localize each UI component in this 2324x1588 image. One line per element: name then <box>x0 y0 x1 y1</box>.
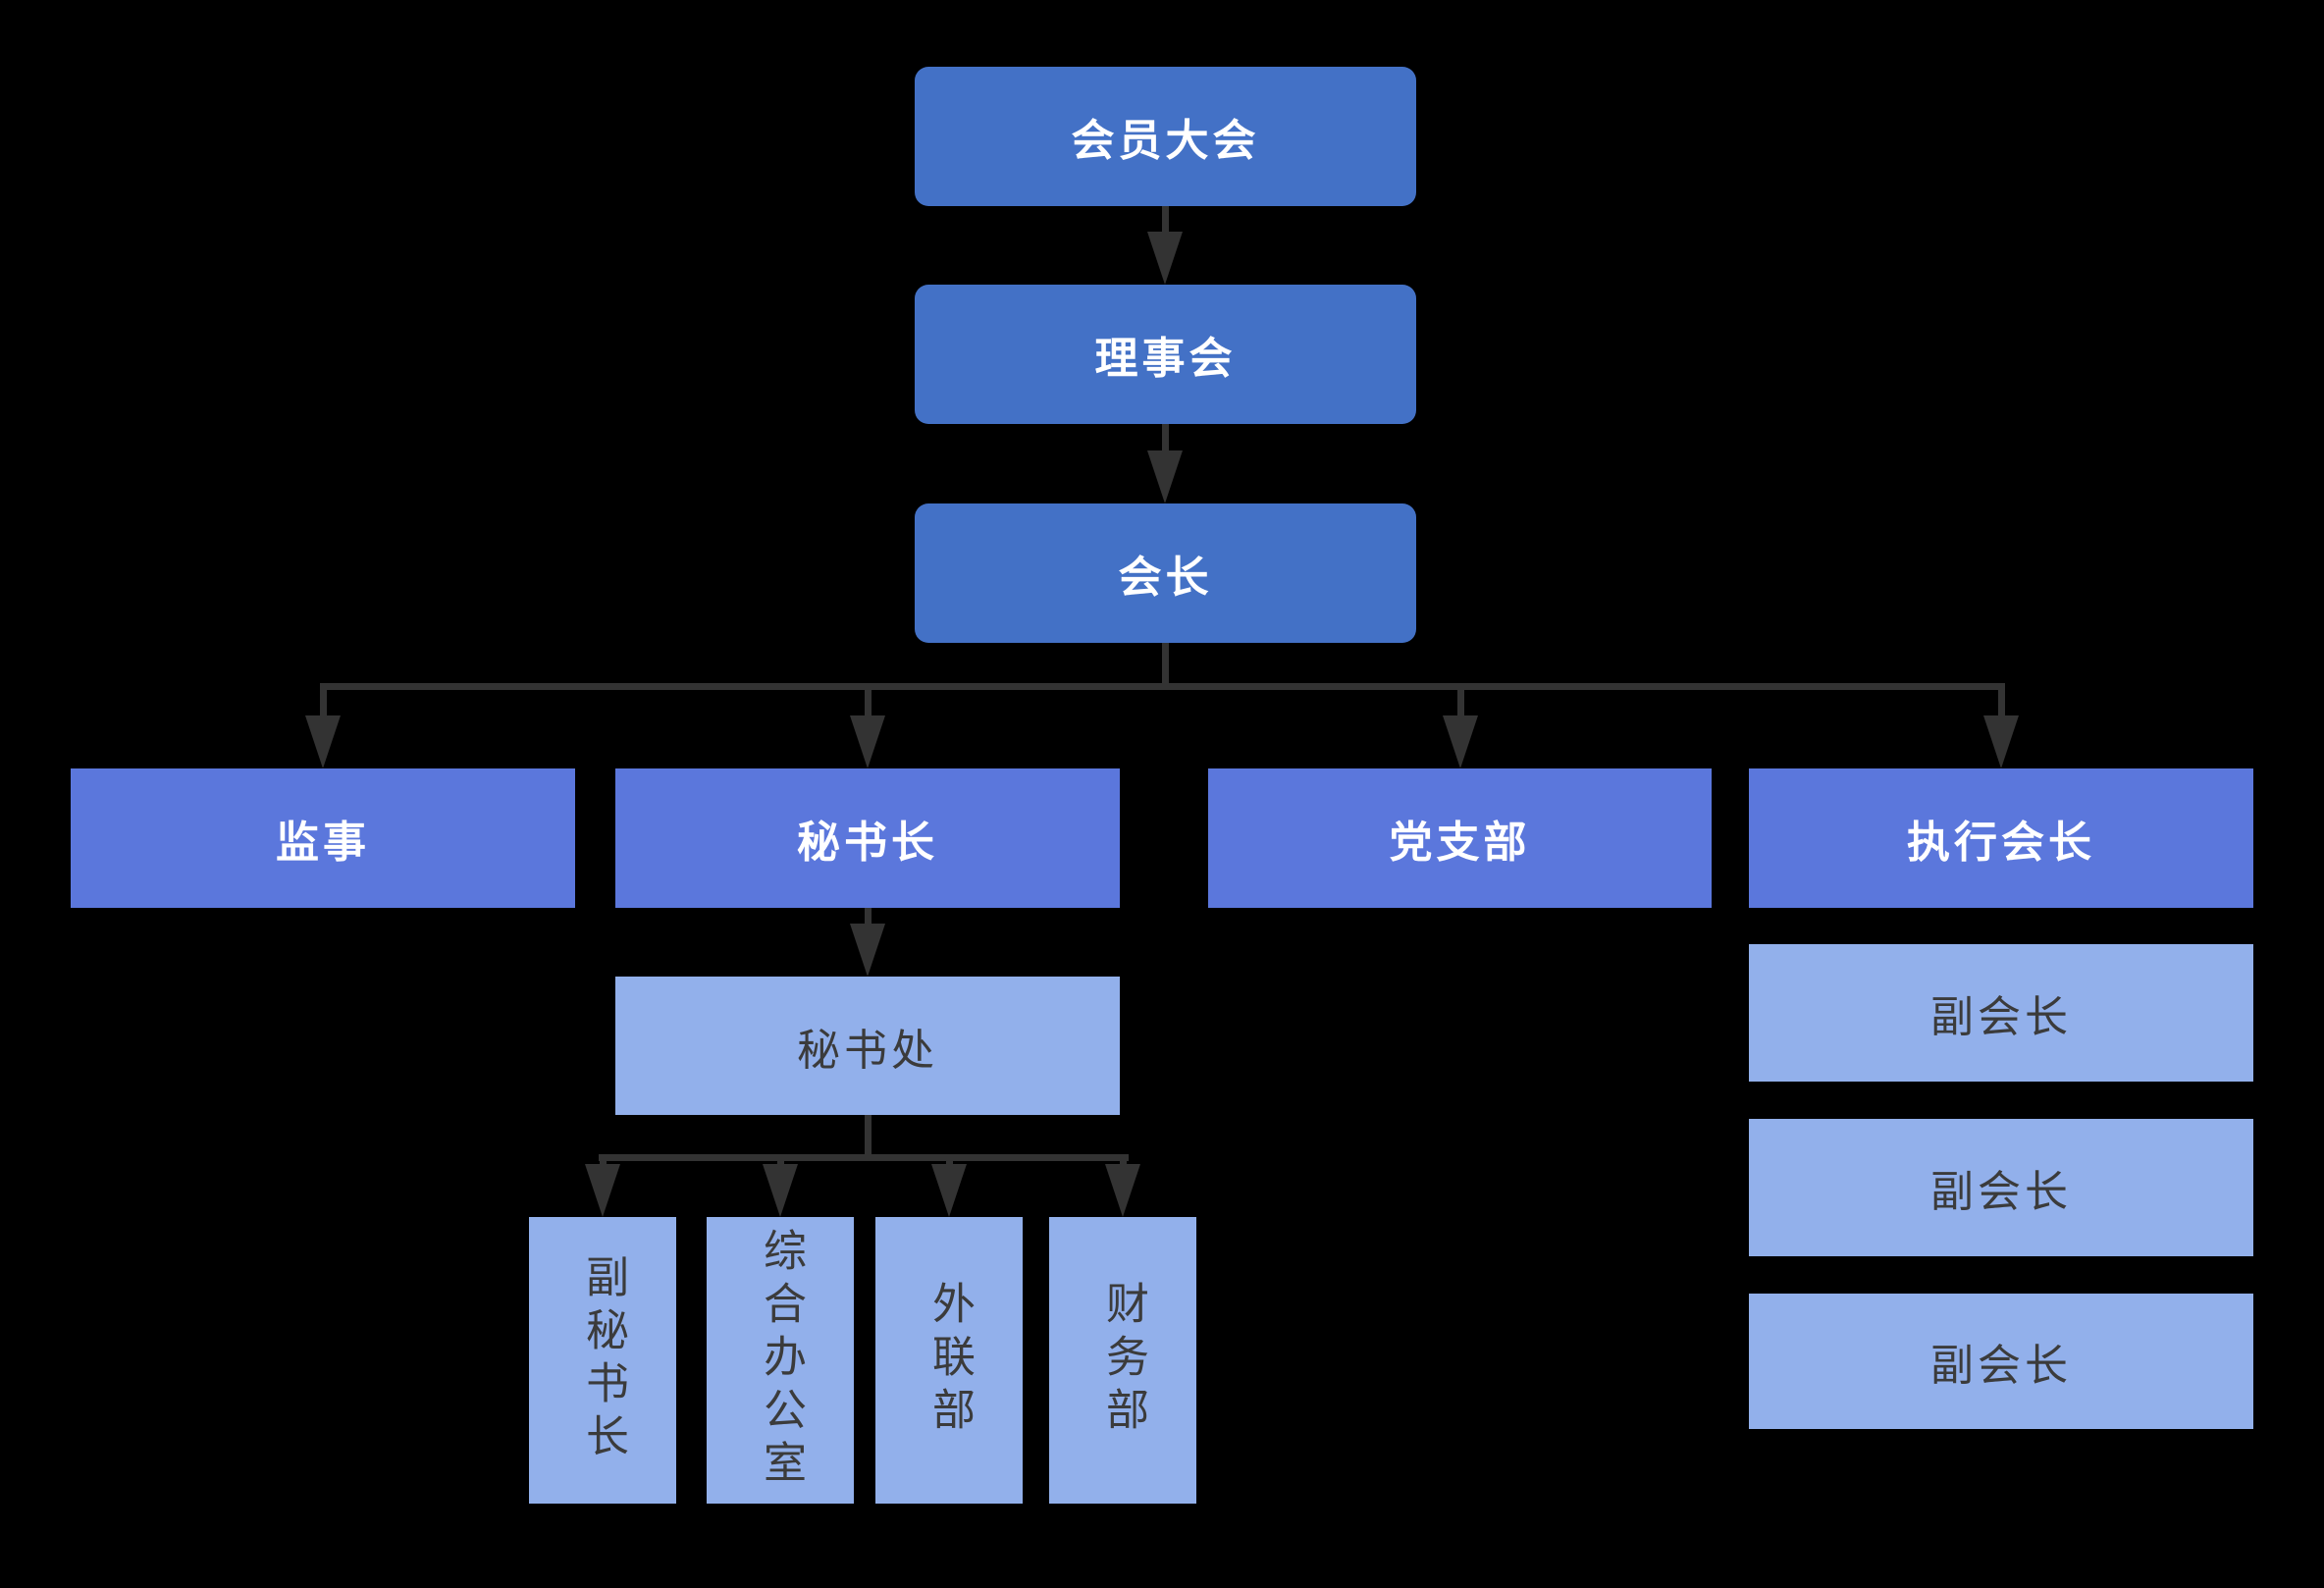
connector-secgen-secretariat-line <box>865 908 872 933</box>
node-deputy-secretary-general: 副秘书长 <box>529 1217 676 1504</box>
node-vice-president-2: 副会长 <box>1749 1119 2253 1256</box>
node-council: 理事会 <box>915 285 1416 424</box>
node-supervisor: 监事 <box>71 768 575 908</box>
node-party-branch: 党支部 <box>1208 768 1712 908</box>
node-vice-president-3: 副会长 <box>1749 1294 2253 1429</box>
connector-council-president-line <box>1162 424 1169 457</box>
arrowhead-down-icon <box>850 715 885 768</box>
arrowhead-down-icon <box>1443 715 1478 768</box>
arrowhead-down-icon <box>850 924 885 977</box>
node-vice-president-1: 副会长 <box>1749 944 2253 1082</box>
node-secretary-general: 秘书长 <box>615 768 1120 908</box>
arrowhead-down-icon <box>305 715 341 768</box>
node-president: 会长 <box>915 503 1416 643</box>
arrowhead-down-icon <box>1983 715 2019 768</box>
arrowhead-down-icon <box>585 1164 620 1217</box>
connector-stub-executive-president <box>1998 687 2005 724</box>
arrowhead-down-icon <box>1105 1164 1140 1217</box>
node-external-relations-dept: 外联部 <box>875 1217 1023 1504</box>
arrowhead-down-icon <box>1147 232 1183 285</box>
node-finance-dept: 财务部 <box>1049 1217 1196 1504</box>
node-member-assembly: 会员大会 <box>915 67 1416 206</box>
arrowhead-down-icon <box>763 1164 798 1217</box>
connector-branches-horizontal-line <box>320 683 2005 690</box>
connector-president-drop-line <box>1162 643 1169 690</box>
connector-assembly-council-line <box>1162 206 1169 241</box>
arrowhead-down-icon <box>931 1164 967 1217</box>
connector-stub-secretary-general <box>865 687 872 724</box>
connector-stub-supervisor <box>320 687 327 724</box>
connector-secretariat-drop-line <box>865 1115 872 1161</box>
node-secretariat: 秘书处 <box>615 977 1120 1115</box>
node-general-office: 综合办公室 <box>707 1217 854 1504</box>
connector-departments-horizontal-line <box>599 1154 1129 1161</box>
connector-stub-party-branch <box>1457 687 1464 724</box>
arrowhead-down-icon <box>1147 450 1183 503</box>
node-executive-president: 执行会长 <box>1749 768 2253 908</box>
